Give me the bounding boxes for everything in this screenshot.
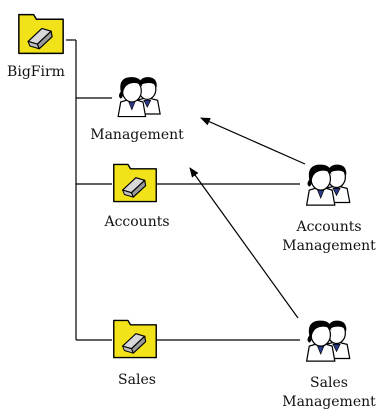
arrow-accounts-management-to-management [200,117,306,165]
folder-icon [113,163,157,203]
node-label-sales-management-line1: Sales [310,375,348,391]
folder-icon [113,319,157,359]
node-label-management: Management [90,127,184,143]
users-icon [117,76,161,118]
node-label-accounts-management-line1: Accounts [296,219,362,235]
tree-connectors [66,39,300,341]
inheritance-arrows [189,117,306,319]
node-label-bigfirm: BigFirm [7,64,65,80]
node-label-sales-management-line2: Management [282,394,376,410]
node-label-accounts-management-line2: Management [282,238,376,254]
node-label-accounts: Accounts [104,214,170,230]
users-icon [306,163,351,206]
folder-icon [18,13,64,55]
arrow-sales-management-to-management [189,167,299,319]
node-label-sales: Sales [118,372,156,388]
users-icon [306,319,351,362]
